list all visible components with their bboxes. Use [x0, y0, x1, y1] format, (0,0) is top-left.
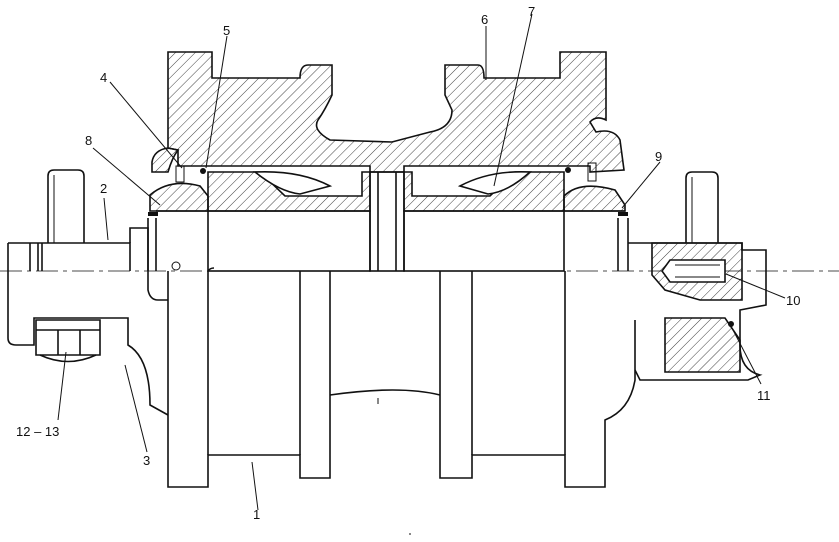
o-ring-left: [148, 212, 158, 216]
o-ring-right: [618, 212, 628, 216]
callout-4: 4: [100, 70, 107, 85]
o-ring-right-top: [565, 167, 571, 173]
callout-12-13: 12 – 13: [16, 424, 59, 439]
roller-body: [167, 261, 636, 488]
callout-10: 10: [786, 293, 800, 308]
callout-11: 11: [757, 388, 771, 403]
callout-7: 7: [528, 4, 535, 19]
callout-5: 5: [223, 23, 230, 38]
end-collar-left: [147, 218, 168, 301]
shaft: [7, 227, 169, 416]
cone-left: [252, 170, 333, 195]
rim-section-6: [167, 51, 625, 173]
seal-right-9: [563, 185, 626, 212]
callout-3: 3: [143, 453, 150, 468]
callout-6: 6: [481, 12, 488, 27]
stud-right: [685, 171, 719, 243]
stud-left: [47, 169, 85, 243]
callout-2: 2: [100, 181, 107, 196]
plug-10: [661, 259, 726, 283]
shaft-right: [628, 242, 767, 381]
callout-1: 1: [253, 507, 260, 522]
o-ring-11: [728, 321, 734, 327]
retainer-right: [587, 162, 597, 182]
seal-left-8: [149, 182, 209, 212]
callout-8: 8: [85, 133, 92, 148]
retainer-4: [175, 165, 185, 183]
rim-left-flange: [151, 147, 180, 173]
end-cap-right-lower: [664, 317, 741, 373]
callout-9: 9: [655, 149, 662, 164]
nut-12-13: [35, 319, 101, 363]
leader-lines: [57, 13, 786, 535]
o-ring-5: [200, 168, 206, 174]
